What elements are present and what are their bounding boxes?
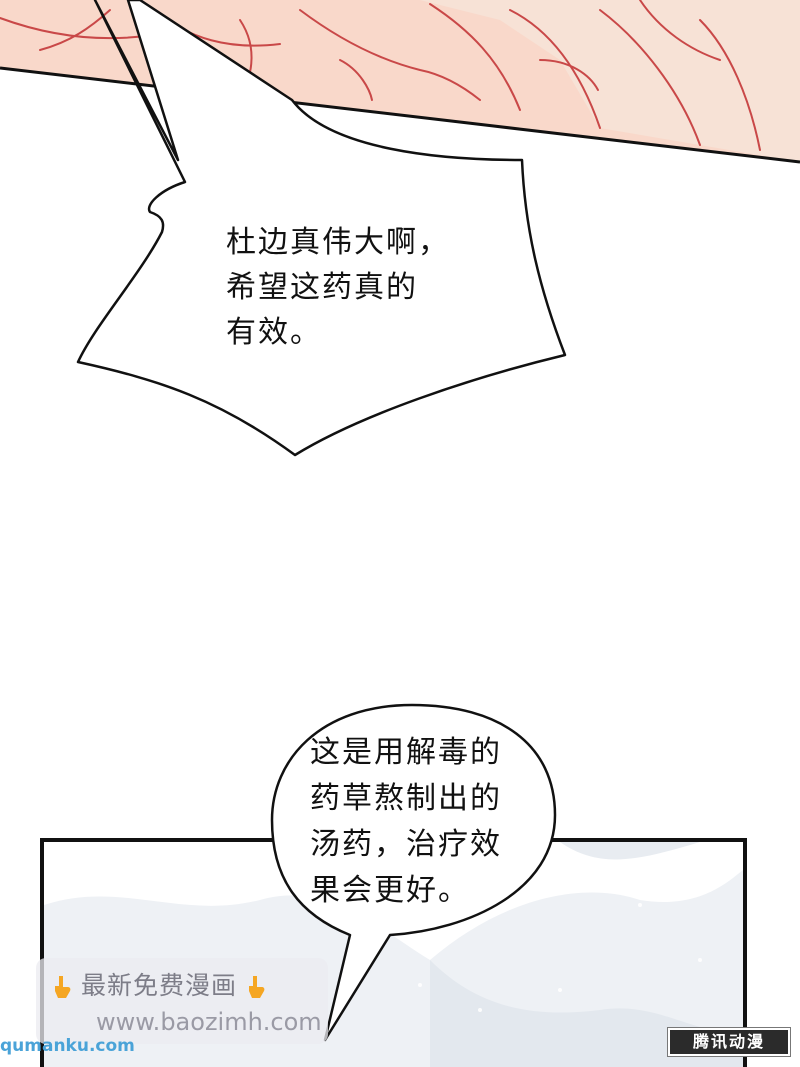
pointing-hand-icon (248, 976, 265, 998)
speech-bubble-bottom (270, 703, 557, 1042)
top-panel-art (0, 0, 800, 164)
watermark-url[interactable]: www.baozimh.com (96, 1008, 322, 1036)
speech-bubble-top (76, 0, 567, 457)
speech-line: 药草熬制出的 (310, 781, 502, 816)
speech-line: 有效。 (226, 315, 322, 350)
watermark-title-row: 最新免费漫画 (52, 966, 266, 1002)
speech-line: 这是用解毒的 (310, 735, 502, 770)
watermark-sub: qumanku.com (0, 1036, 135, 1056)
watermark-banner[interactable]: 最新免费漫画 www.baozimh.com (36, 958, 328, 1044)
speech-line: 希望这药真的 (226, 270, 418, 305)
speech-line: 果会更好。 (310, 873, 470, 908)
publisher-logo: 腾讯动漫 (667, 1027, 791, 1057)
speech-text-bottom: 这是用解毒的 药草熬制出的 汤药，治疗效 果会更好。 (310, 730, 502, 914)
speech-line: 杜边真伟大啊， (226, 225, 450, 260)
watermark-title: 最新免费漫画 (80, 971, 237, 1000)
speech-line: 汤药，治疗效 (310, 827, 502, 862)
pointing-hand-icon (55, 976, 71, 998)
speech-text-top: 杜边真伟大啊， 希望这药真的 有效。 (226, 220, 450, 355)
